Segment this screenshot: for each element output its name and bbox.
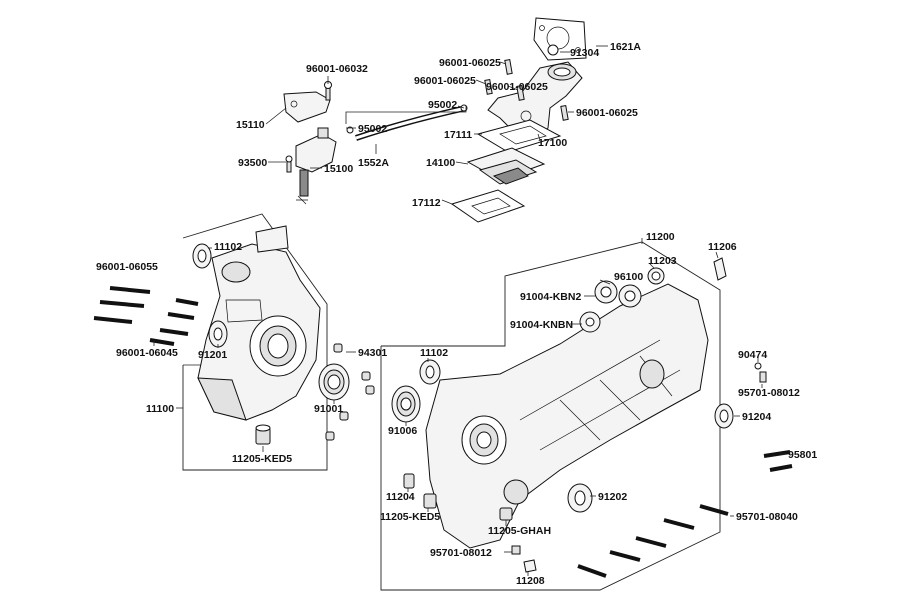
- dowel-11205-KED5-right: [423, 493, 437, 509]
- callout-95002-b: 95002: [428, 99, 457, 111]
- callout-17100: 17100: [538, 137, 567, 149]
- reed-gasket-17111: [476, 119, 562, 153]
- oil-pump-bracket-15110: [283, 91, 331, 123]
- callout-91204: 91204: [742, 411, 771, 423]
- bracket-11206: [713, 257, 727, 281]
- dowel-11205-GHAH: [499, 507, 513, 521]
- callout-96001-06032: 96001-06032: [306, 63, 368, 75]
- callout-91006: 91006: [388, 425, 417, 437]
- callout-90474: 90474: [738, 349, 767, 361]
- bearing-91001: [318, 363, 350, 401]
- reed-valve-14100: [466, 147, 546, 185]
- callout-96001-06045: 96001-06045: [116, 347, 178, 359]
- bearing-96100: [618, 284, 642, 308]
- callout-95701-08012-upper: 95701-08012: [738, 387, 800, 399]
- callout-15110: 15110: [236, 119, 265, 131]
- callout-91202: 91202: [598, 491, 627, 503]
- bearing-91004-KBN2: [594, 280, 618, 304]
- washer-90474: [754, 362, 762, 370]
- callout-1552A: 1552A: [358, 157, 389, 169]
- manifold-bolts-96001-06025: [484, 59, 569, 121]
- callout-96001-06025-b: 96001-06025: [414, 75, 476, 87]
- callout-95701-08012-lower: 95701-08012: [430, 547, 492, 559]
- callout-11205-KED5-right: 11205-KED5: [380, 511, 440, 523]
- callout-93500: 93500: [238, 157, 267, 169]
- callout-15100: 15100: [324, 163, 353, 175]
- callout-11102-left: 11102: [214, 241, 242, 253]
- bearing-91004-KNBN: [579, 311, 601, 333]
- seal-91202: [567, 483, 593, 513]
- callout-95801: 95801: [788, 449, 817, 461]
- callout-96001-06025-c: 96001-06025: [486, 81, 548, 93]
- callout-11206: 11206: [708, 241, 737, 253]
- bolt-96001-06032: [324, 81, 332, 101]
- collar-11203: [647, 267, 665, 285]
- callout-11205-KED5-left: 11205-KED5: [232, 453, 292, 465]
- callout-11205-GHAH: 11205-GHAH: [488, 525, 551, 537]
- callout-11208: 11208: [516, 575, 545, 587]
- gasket-plate-1621A: [533, 17, 587, 61]
- callout-96001-06025-d: 96001-06025: [576, 107, 638, 119]
- callout-94301: 94301: [358, 347, 387, 359]
- callout-96001-06025-a: 96001-06025: [439, 57, 501, 69]
- callout-95701-08040: 95701-08040: [736, 511, 798, 523]
- callout-91001: 91001: [314, 403, 343, 415]
- callout-95002-a: 95002: [358, 123, 387, 135]
- callout-17112: 17112: [412, 197, 441, 209]
- bolts-95701-08040: [577, 504, 729, 578]
- right-crankcase-group-outline: [380, 241, 721, 591]
- oil-pump-15100: [295, 127, 337, 205]
- bearing-91006: [391, 385, 421, 423]
- reed-gasket-17112: [450, 189, 526, 223]
- callout-labels: 1621A 91304 96001-06032 96001-06025 9600…: [96, 41, 817, 587]
- callout-11204: 11204: [386, 491, 415, 503]
- callout-11102-right: 11102: [420, 347, 448, 359]
- o-ring-91304: [547, 44, 559, 56]
- callout-11203: 11203: [648, 255, 677, 267]
- left-case-bolts-96001: [93, 286, 199, 346]
- callout-14100: 14100: [426, 157, 455, 169]
- seal-91204: [714, 403, 734, 429]
- bearing-11102-left: [192, 243, 212, 269]
- bolts-95801: [763, 450, 793, 472]
- callout-11200: 11200: [646, 231, 675, 243]
- leader-lines: [153, 45, 786, 576]
- seal-91201: [208, 320, 228, 348]
- bolt-95701-08012-lower: [511, 545, 521, 555]
- callout-96100: 96100: [614, 271, 643, 283]
- right-crankcase-11200: [425, 283, 709, 549]
- oil-hose-1552A: [355, 105, 467, 141]
- bearing-11102-right: [419, 359, 441, 385]
- dowel-pin-11205-KED5-left: [255, 424, 271, 445]
- callout-11100: 11100: [146, 403, 174, 415]
- screw-93500: [285, 155, 293, 173]
- callout-91304: 91304: [570, 47, 599, 59]
- dowel-11204: [403, 473, 415, 489]
- callout-96001-06055: 96001-06055: [96, 261, 158, 273]
- pins-94301: [325, 343, 375, 441]
- callout-17111: 17111: [444, 129, 472, 141]
- callout-91004-KNBN: 91004-KNBN: [510, 319, 573, 331]
- bolt-95701-08012-upper: [759, 371, 767, 383]
- clip-11208: [523, 559, 537, 573]
- callout-1621A: 1621A: [610, 41, 641, 53]
- left-crankcase-11100: [197, 225, 321, 421]
- callout-91201: 91201: [198, 349, 227, 361]
- callout-91004-KBN2: 91004-KBN2: [520, 291, 581, 303]
